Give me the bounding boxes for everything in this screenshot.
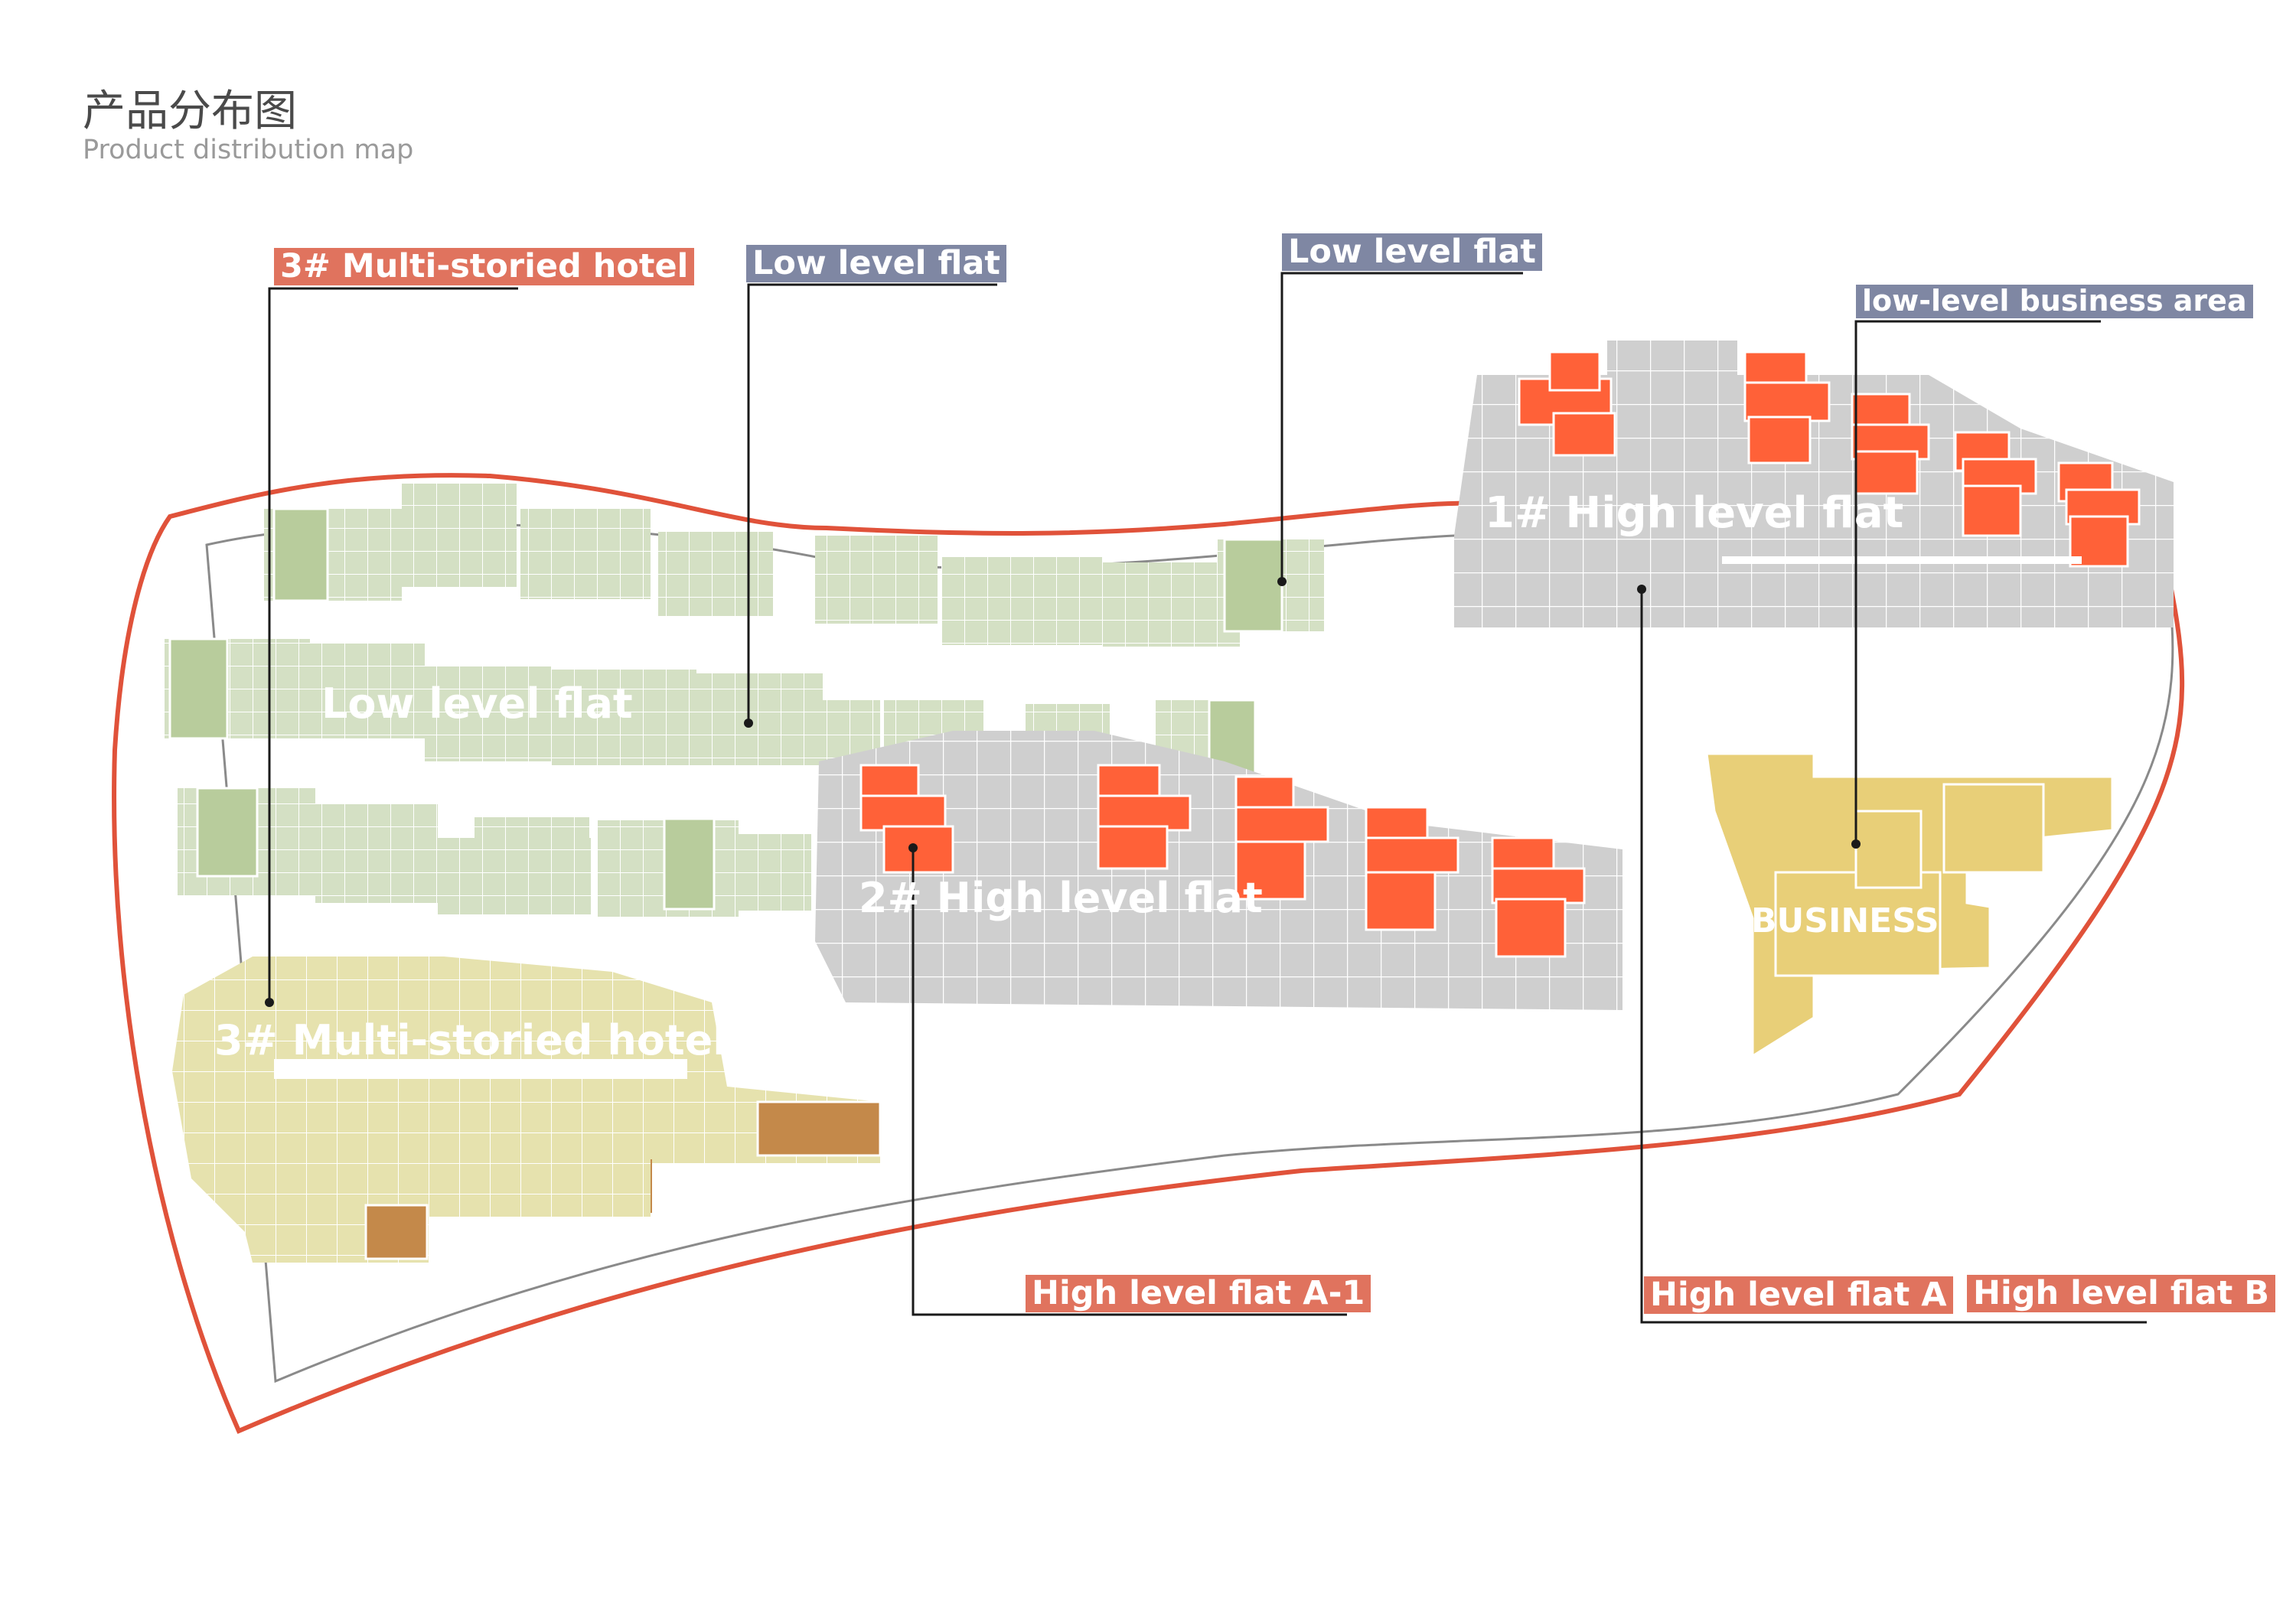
low-flat-row-1 bbox=[264, 484, 1324, 647]
callout-hotel: 3# Multi-storied hotel bbox=[274, 247, 695, 286]
callout-high-a1: High level flat A-1 bbox=[1026, 1274, 1371, 1313]
business-map-label: BUSINESS bbox=[1751, 901, 1939, 940]
leader-business-area bbox=[1854, 320, 2101, 844]
business-block bbox=[1705, 752, 2114, 1058]
leader-low-flat-b bbox=[1280, 272, 1523, 582]
high-flat-2 bbox=[815, 731, 1623, 1010]
low-flat-row-2 bbox=[165, 637, 880, 769]
callout-low-flat-a: Low level flat bbox=[746, 244, 1006, 283]
leader-lines bbox=[268, 272, 2147, 1324]
hotel-map-label: 3# Multi-storied hotel bbox=[214, 1016, 727, 1064]
leader-hotel bbox=[268, 287, 518, 1002]
hotel-3 bbox=[172, 957, 882, 1263]
low-flat-map-label: Low level flat bbox=[321, 680, 633, 728]
callout-high-a: High level flat A bbox=[1644, 1276, 1953, 1315]
high-flat-1-map-label: 1# High level flat bbox=[1485, 488, 1904, 538]
callout-low-flat-b: Low level flat bbox=[1282, 233, 1542, 272]
page-title: 产品分布图 bbox=[83, 86, 297, 136]
page-subtitle: Product distribution map bbox=[83, 135, 414, 165]
low-flat-row-3 bbox=[178, 787, 811, 917]
leader-low-flat-a bbox=[747, 283, 997, 723]
leader-high-a bbox=[1640, 589, 2147, 1324]
leader-dots bbox=[265, 577, 1861, 1007]
callout-high-b: High level flat B bbox=[1967, 1274, 2276, 1313]
callout-business-area: low-level business area bbox=[1856, 284, 2253, 318]
high-flat-1 bbox=[1454, 341, 2174, 627]
site-boundary bbox=[112, 473, 2185, 1434]
high-flat-2-map-label: 2# High level flat bbox=[859, 874, 1263, 922]
leader-high-a1 bbox=[912, 848, 1347, 1316]
